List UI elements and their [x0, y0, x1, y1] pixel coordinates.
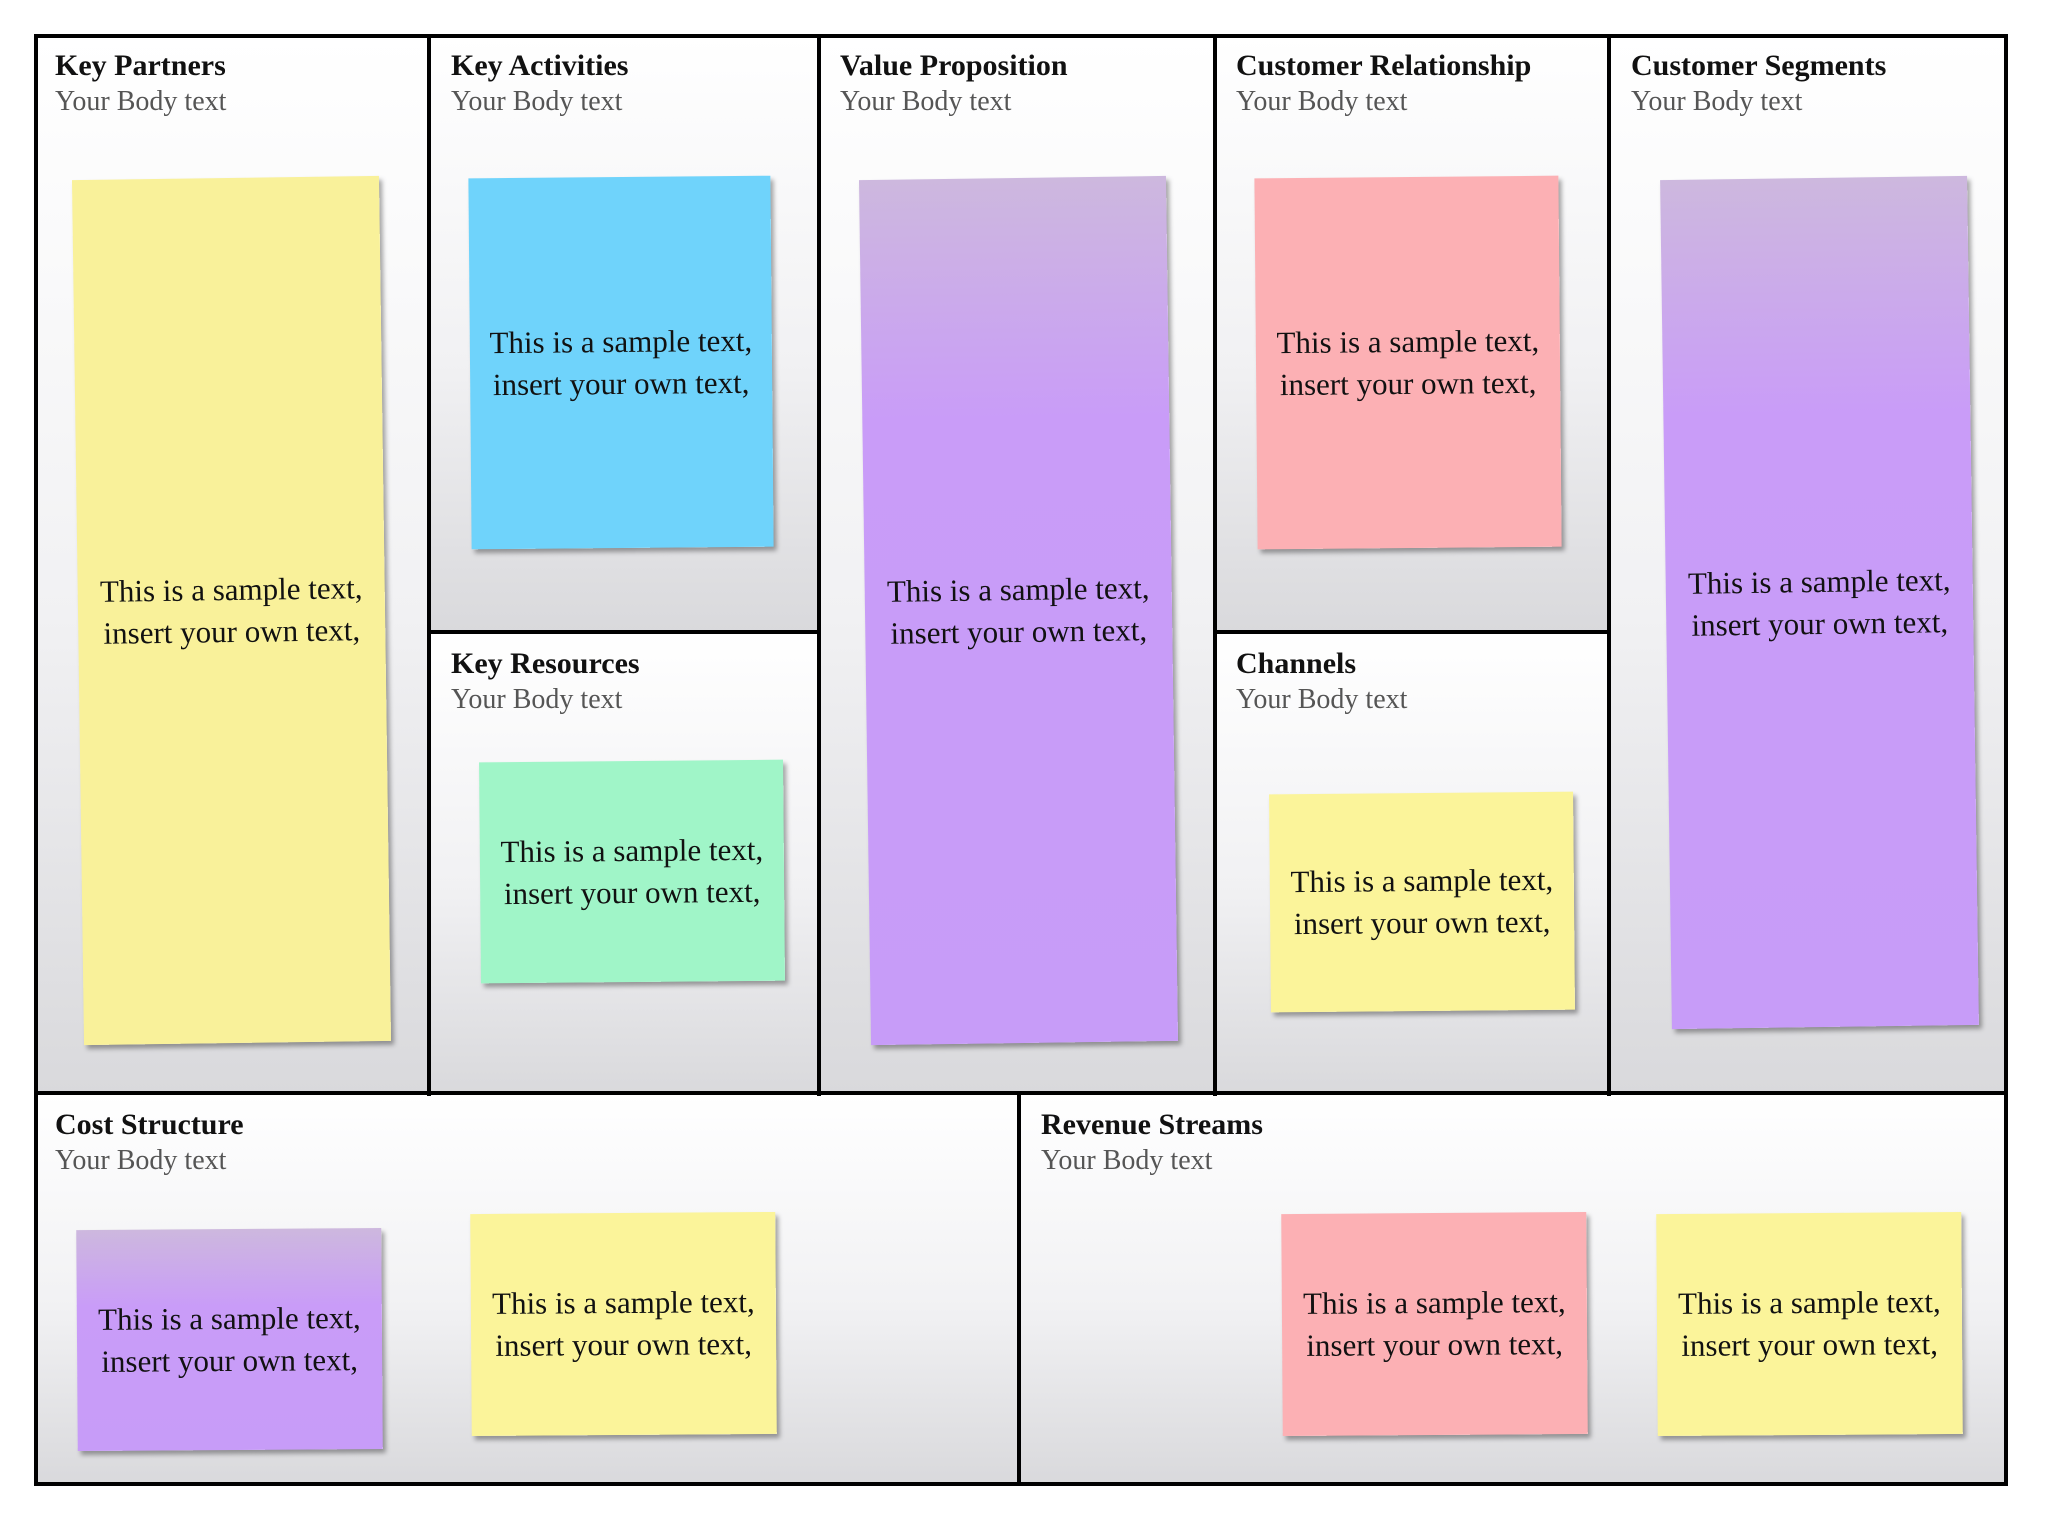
sticky-note-text: This is a sample text, insert your own t…	[1687, 561, 1951, 643]
sticky-note-text: This is a sample text, insert your own t…	[1302, 1284, 1566, 1363]
sticky-note[interactable]: This is a sample text, insert your own t…	[1254, 175, 1562, 550]
sticky-note[interactable]: This is a sample text, insert your own t…	[76, 1227, 383, 1452]
sticky-note[interactable]: This is a sample text, insert your own t…	[858, 175, 1179, 1046]
sticky-note-text: This is a sample text, insert your own t…	[99, 569, 363, 651]
sticky-note-text: This is a sample text, insert your own t…	[491, 1284, 755, 1363]
divider	[427, 34, 431, 1096]
customer-segments-body: Your Body text	[1631, 86, 1803, 117]
customer-segments-title: Customer Segments	[1631, 49, 1887, 82]
sticky-note-text: This is a sample text, insert your own t…	[886, 569, 1150, 651]
revenue-streams-body: Your Body text	[1041, 1145, 1213, 1176]
sticky-note-text: This is a sample text, insert your own t…	[1677, 1284, 1941, 1363]
divider	[1607, 34, 1611, 1096]
sticky-note[interactable]: This is a sample text, insert your own t…	[479, 759, 785, 984]
sticky-note[interactable]: This is a sample text, insert your own t…	[1660, 175, 1979, 1030]
customer-relationship-title: Customer Relationship	[1236, 49, 1532, 82]
sticky-note[interactable]: This is a sample text, insert your own t…	[1281, 1211, 1588, 1437]
cost-structure-title: Cost Structure	[55, 1108, 244, 1141]
key-resources-title: Key Resources	[451, 647, 640, 680]
channels-title: Channels	[1236, 647, 1357, 680]
divider	[817, 34, 821, 1096]
sticky-note[interactable]: This is a sample text, insert your own t…	[470, 1211, 777, 1437]
revenue-streams-title: Revenue Streams	[1041, 1108, 1263, 1141]
sticky-note[interactable]: This is a sample text, insert your own t…	[468, 175, 774, 550]
value-proposition-body: Your Body text	[840, 86, 1012, 117]
divider	[1213, 630, 1611, 634]
sticky-note-text: This is a sample text, insert your own t…	[1276, 322, 1540, 402]
divider	[1017, 1092, 1021, 1486]
key-partners-title: Key Partners	[55, 49, 226, 82]
sticky-note[interactable]: This is a sample text, insert your own t…	[1269, 791, 1575, 1013]
sticky-note-text: This is a sample text, insert your own t…	[500, 831, 764, 911]
key-partners-body: Your Body text	[55, 86, 227, 117]
sticky-note-text: This is a sample text, insert your own t…	[1290, 862, 1554, 942]
divider	[1213, 34, 1217, 1096]
sticky-note[interactable]: This is a sample text, insert your own t…	[1656, 1211, 1963, 1437]
key-resources-body: Your Body text	[451, 684, 623, 715]
channels-body: Your Body text	[1236, 684, 1408, 715]
value-proposition-title: Value Proposition	[840, 49, 1068, 82]
sticky-note-text: This is a sample text, insert your own t…	[489, 322, 753, 402]
customer-relationship-body: Your Body text	[1236, 86, 1408, 117]
key-activities-title: Key Activities	[451, 49, 629, 82]
divider	[34, 1091, 2008, 1095]
key-activities-body: Your Body text	[451, 86, 623, 117]
divider	[427, 630, 821, 634]
sticky-note[interactable]: This is a sample text, insert your own t…	[71, 175, 392, 1046]
cost-structure-body: Your Body text	[55, 1145, 227, 1176]
sticky-note-text: This is a sample text, insert your own t…	[97, 1299, 361, 1379]
